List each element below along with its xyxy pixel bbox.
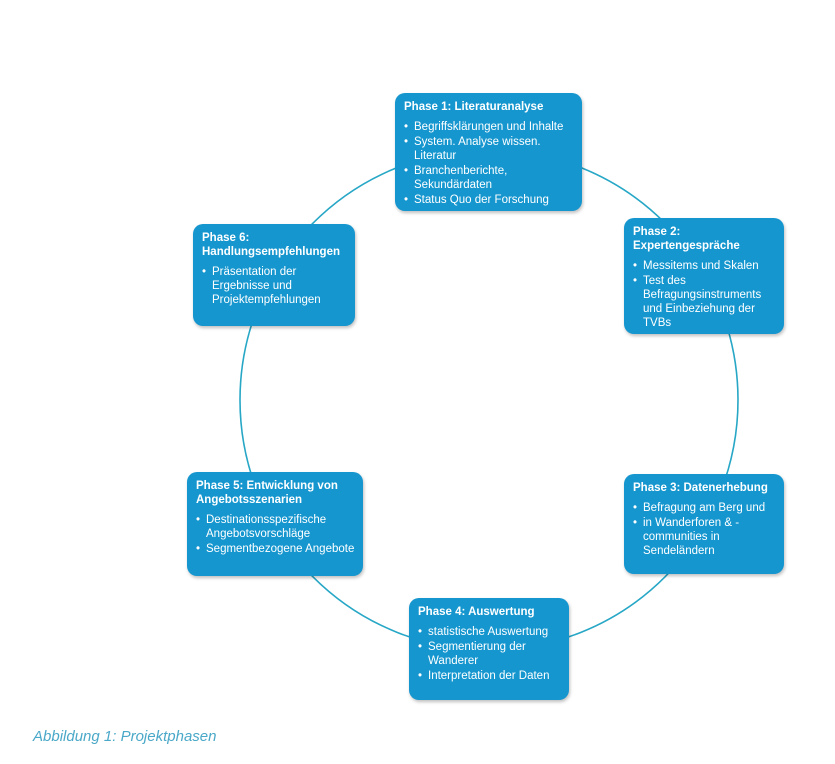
phase-2-box: Phase 2: Expertengespräche Messitems und…	[624, 218, 784, 334]
phase-4-item: Interpretation der Daten	[418, 669, 561, 683]
phase-1-title: Phase 1: Literaturanalyse	[404, 101, 544, 113]
phase-5-item: Destinationsspezifische Angebotsvorschlä…	[196, 513, 355, 541]
phase-1-item: Status Quo der Forschung	[404, 193, 574, 207]
phase-4-item: Segmentierung der Wanderer	[418, 640, 561, 668]
phase-6-item: Präsentation der Ergebnisse und Projekte…	[202, 265, 330, 307]
phase-3-item: Befragung am Berg und	[633, 501, 776, 515]
phase-3-items: Befragung am Berg und in Wanderforen & -…	[633, 501, 776, 558]
phase-5-box: Phase 5: Entwicklung von Angebotsszenari…	[187, 472, 363, 576]
phase-3-box: Phase 3: Datenerhebung Befragung am Berg…	[624, 474, 784, 574]
phase-5-item: Segmentbezogene Angebote	[196, 542, 355, 556]
phase-1-item: Begriffsklärungen und Inhalte	[404, 120, 574, 134]
phase-5-title: Phase 5: Entwicklung von Angebotsszenari…	[196, 480, 338, 506]
phase-4-title: Phase 4: Auswertung	[418, 606, 535, 618]
phase-4-items: statistische Auswertung Segmentierung de…	[418, 625, 561, 683]
phase-2-item: Messitems und Skalen	[633, 259, 776, 273]
phase-3-item: in Wanderforen & -communities in Sendelä…	[633, 516, 776, 558]
phase-3-title: Phase 3: Datenerhebung	[633, 482, 768, 494]
phase-1-item: Branchenberichte, Sekundärdaten	[404, 164, 574, 192]
phase-5-items: Destinationsspezifische Angebotsvorschlä…	[196, 513, 355, 556]
phase-1-item: System. Analyse wissen. Literatur	[404, 135, 574, 163]
phase-1-items: Begriffsklärungen und Inhalte System. An…	[404, 120, 574, 207]
phase-2-item: Test des Befragungsinstruments und Einbe…	[633, 274, 776, 330]
phase-6-box: Phase 6: Handlungsempfehlungen Präsentat…	[193, 224, 355, 326]
phase-2-items: Messitems und Skalen Test des Befragungs…	[633, 259, 776, 330]
phase-4-box: Phase 4: Auswertung statistische Auswert…	[409, 598, 569, 700]
phase-1-box: Phase 1: Literaturanalyse Begriffsklärun…	[395, 93, 582, 211]
figure-caption: Abbildung 1: Projektphasen	[33, 728, 217, 745]
phase-6-items: Präsentation der Ergebnisse und Projekte…	[202, 265, 347, 307]
phase-2-title: Phase 2: Expertengespräche	[633, 226, 740, 252]
phase-4-item: statistische Auswertung	[418, 625, 561, 639]
phase-6-title: Phase 6: Handlungsempfehlungen	[202, 232, 340, 258]
